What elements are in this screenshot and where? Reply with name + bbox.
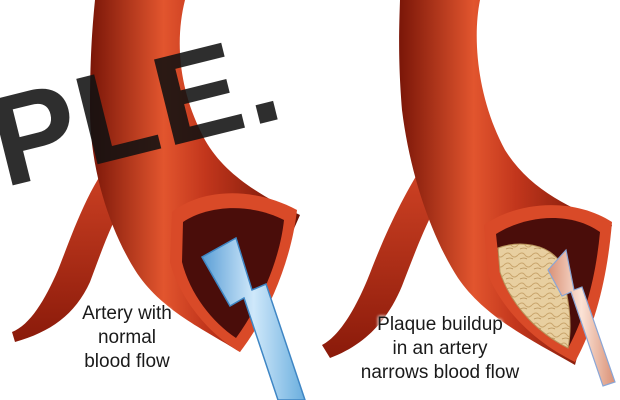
caption-line: Artery with [52, 302, 202, 326]
caption-line: Plaque buildup [330, 313, 550, 337]
normal-artery-caption: Artery with normal blood flow [52, 302, 202, 374]
caption-line: in an artery [330, 337, 550, 361]
caption-line: normal [52, 326, 202, 350]
plaque-artery-caption: Plaque buildup in an artery narrows bloo… [330, 313, 550, 385]
caption-line: narrows blood flow [330, 361, 550, 385]
caption-line: blood flow [52, 350, 202, 374]
